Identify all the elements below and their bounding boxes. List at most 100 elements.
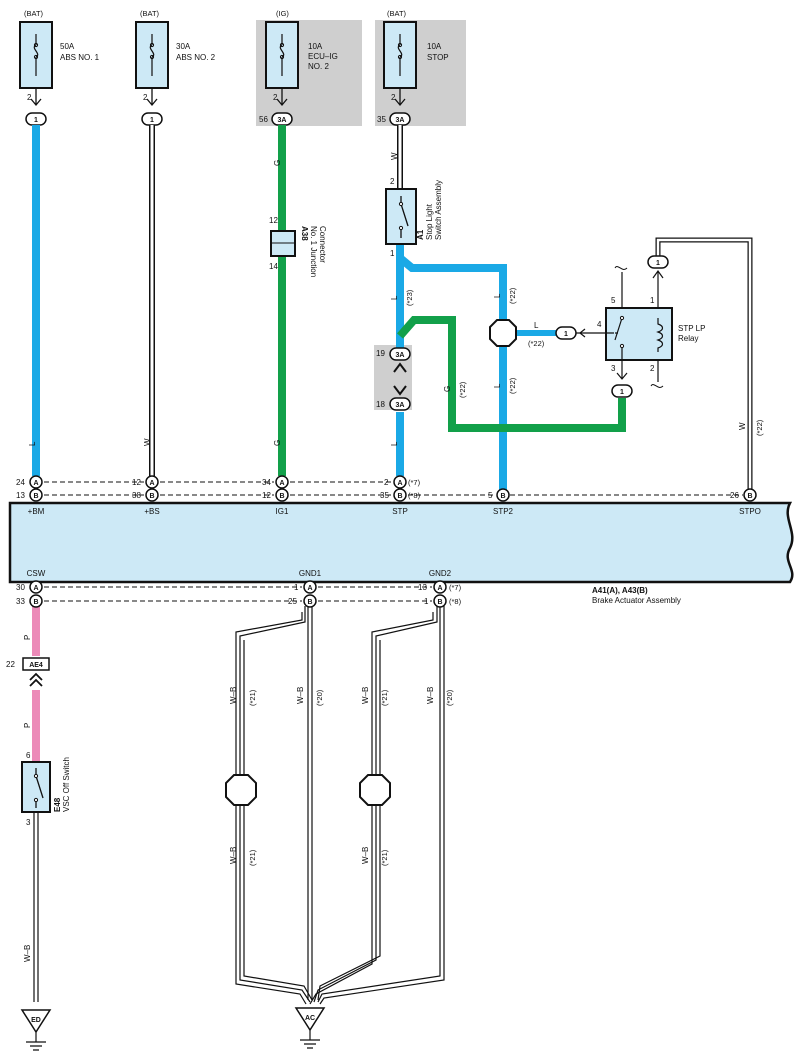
svg-text:(*22): (*22) xyxy=(528,339,545,348)
svg-text:38: 38 xyxy=(132,491,141,500)
svg-text:B: B xyxy=(307,599,312,606)
svg-text:B: B xyxy=(500,493,505,500)
svg-text:1: 1 xyxy=(650,296,655,305)
svg-text:13: 13 xyxy=(16,491,25,500)
fuse-connector: 35 3A xyxy=(377,112,411,126)
pin-stpo: 26 B xyxy=(730,488,757,502)
ground-ed: ED xyxy=(20,1009,52,1051)
splice-stp2 xyxy=(489,319,517,347)
svg-text:56: 56 xyxy=(259,115,268,124)
svg-text:1: 1 xyxy=(656,260,660,267)
fuse-abs-no1: (BAT) 50A ABS NO. 1 2 xyxy=(19,9,100,102)
ecu-terminal-labels: +BM +BS IG1 STP STP2 STPO CSW GND1 GND2 xyxy=(27,507,761,578)
svg-text:W–B: W–B xyxy=(229,847,238,864)
svg-text:(*22): (*22) xyxy=(508,287,517,304)
svg-text:(*20): (*20) xyxy=(315,689,324,706)
fuse-abs-no2: (BAT) 30A ABS NO. 2 2 xyxy=(135,9,216,102)
pin-stp2: 5 B xyxy=(488,488,510,502)
ground-ac: AC xyxy=(294,1007,326,1049)
svg-text:L: L xyxy=(28,441,37,446)
svg-text:A: A xyxy=(149,480,154,487)
svg-text:W–B: W–B xyxy=(296,687,305,704)
svg-text:E48: E48 xyxy=(53,797,62,812)
wire-g-relay xyxy=(396,316,626,432)
svg-text:1: 1 xyxy=(390,249,395,258)
svg-text:L: L xyxy=(390,441,399,446)
svg-text:L: L xyxy=(390,295,399,300)
svg-text:STP LP: STP LP xyxy=(678,324,705,333)
fuse-source: (IG) xyxy=(276,9,289,18)
svg-text:14: 14 xyxy=(269,262,278,271)
ecu-code: A41(A), A43(B) xyxy=(592,586,648,595)
svg-text:Relay: Relay xyxy=(678,334,698,343)
ecu-name: Brake Actuator Assembly xyxy=(592,596,681,605)
svg-text:W: W xyxy=(390,152,399,160)
stp-lp-relay: 1 5 1 4 3 2 STP LP Relay 1 1 xyxy=(555,255,705,398)
svg-text:3A: 3A xyxy=(278,117,287,124)
svg-text:A: A xyxy=(307,585,312,592)
svg-text:L: L xyxy=(493,293,502,298)
wire-w-stpo xyxy=(655,237,753,490)
svg-text:3: 3 xyxy=(26,818,31,827)
svg-text:L: L xyxy=(534,321,539,330)
svg-text:+BM: +BM xyxy=(28,507,45,516)
ground-splice xyxy=(359,774,391,806)
stop-light-switch-a1: 2 1 A1 Stop Light Switch Assembly xyxy=(385,177,443,258)
svg-text:2: 2 xyxy=(390,177,395,186)
svg-text:CSW: CSW xyxy=(27,569,46,578)
svg-text:GND1: GND1 xyxy=(299,569,322,578)
svg-text:G: G xyxy=(273,160,282,166)
svg-text:AC: AC xyxy=(305,1015,315,1022)
svg-text:W–B: W–B xyxy=(229,687,238,704)
wire-labels: L W G G W L (*23) L L (*22) G (*22) L (*… xyxy=(23,152,764,962)
svg-text:(*21): (*21) xyxy=(248,849,257,866)
pin-csw: 30 A 33 B xyxy=(16,580,43,608)
svg-text:B: B xyxy=(149,493,154,500)
svg-text:5: 5 xyxy=(488,491,493,500)
pin-gnd1: 1 A 25 B xyxy=(288,580,317,608)
svg-text:Stop Light: Stop Light xyxy=(425,203,434,240)
svg-text:A: A xyxy=(437,585,442,592)
svg-text:1: 1 xyxy=(294,583,299,592)
brake-actuator-ecu xyxy=(8,501,794,584)
svg-text:(*21): (*21) xyxy=(380,689,389,706)
fuse-pin: 2 xyxy=(143,93,148,102)
fuse-connector: 56 3A xyxy=(259,112,293,126)
svg-text:STP: STP xyxy=(392,507,408,516)
svg-text:A: A xyxy=(279,480,284,487)
svg-text:STPO: STPO xyxy=(739,507,761,516)
pin-stp: 2 A (*7) 35 B (*8) xyxy=(380,475,421,502)
fuse-name: ECU–IG xyxy=(308,52,338,61)
svg-text:W: W xyxy=(143,438,152,446)
fuse-rating: 10A xyxy=(308,42,323,51)
fuse-rating: 30A xyxy=(176,42,191,51)
svg-text:24: 24 xyxy=(16,478,25,487)
pin-ig1: 34 A 12 B xyxy=(262,475,289,502)
svg-text:33: 33 xyxy=(16,597,25,606)
fuse-name: ABS NO. 1 xyxy=(60,53,100,62)
svg-text:+BS: +BS xyxy=(144,507,159,516)
svg-text:STP2: STP2 xyxy=(493,507,514,516)
svg-text:Connector: Connector xyxy=(318,226,327,263)
svg-text:L: L xyxy=(493,383,502,388)
svg-text:W–B: W–B xyxy=(361,687,370,704)
fuse-name: STOP xyxy=(427,53,449,62)
svg-text:(*23): (*23) xyxy=(405,289,414,306)
fuse-output-arrows xyxy=(30,88,406,107)
fuse-connector: 1 xyxy=(25,112,47,126)
fuse-source: (BAT) xyxy=(140,9,160,18)
svg-text:A: A xyxy=(33,480,38,487)
svg-text:(*8): (*8) xyxy=(408,491,421,500)
svg-text:B: B xyxy=(747,493,752,500)
svg-text:IG1: IG1 xyxy=(276,507,289,516)
ecu-top-connectors: 24 A 13 B 12 A 38 B 34 A 12 B 2 A (*7 xyxy=(16,475,757,502)
fuse-name: ABS NO. 2 xyxy=(176,53,216,62)
svg-text:2: 2 xyxy=(384,478,389,487)
svg-text:1: 1 xyxy=(34,117,38,124)
svg-text:A: A xyxy=(397,480,402,487)
svg-text:B: B xyxy=(33,493,38,500)
svg-text:4: 4 xyxy=(597,320,602,329)
vsc-off-switch: 6 3 E48 VSC Off Switch xyxy=(21,751,71,827)
pin-bs: 12 A 38 B xyxy=(132,475,159,502)
